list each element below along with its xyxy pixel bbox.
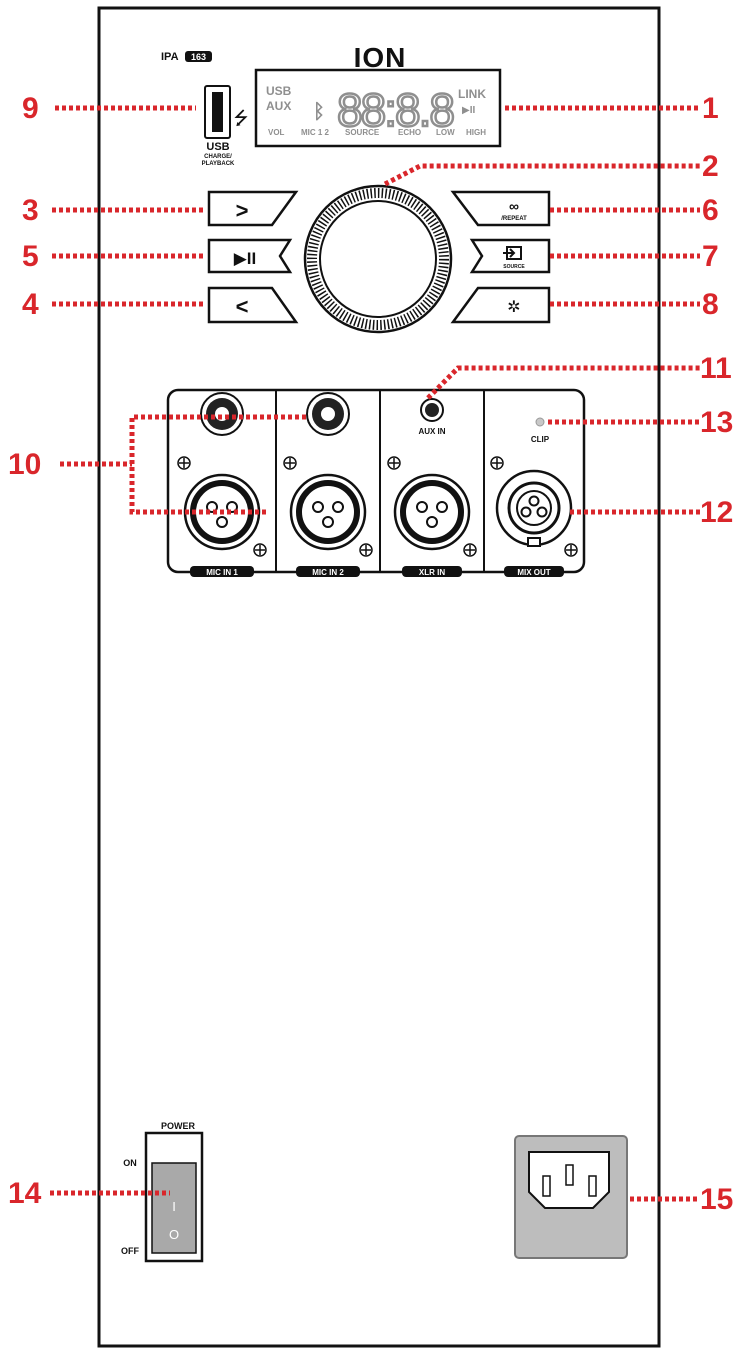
clip-label: CLIP (531, 435, 550, 444)
ipa-code: 163 (191, 52, 206, 62)
usb-symbol-icon: ⭍ (234, 108, 249, 128)
clip-led (535, 417, 545, 427)
mic-2-xlr-jack[interactable] (289, 473, 367, 551)
lcd-high: HIGH (466, 128, 486, 137)
play-pause-button[interactable]: ▶II (207, 238, 293, 274)
power-off-mark: O (169, 1227, 179, 1242)
screw-icons (177, 456, 578, 557)
next-button[interactable]: > (207, 190, 299, 227)
source-label: SOURCE (503, 264, 525, 270)
power-off-label: OFF (121, 1246, 139, 1256)
input-panel (166, 388, 586, 574)
usb-sublabel-2: PLAYBACK (202, 161, 235, 167)
previous-button[interactable]: < (207, 286, 299, 324)
previous-symbol: < (236, 294, 249, 319)
light-button[interactable]: ✲ (450, 286, 551, 324)
lcd-digits: 88:8.8 (337, 84, 453, 136)
mic-in-1-tab: MIC IN 1 (190, 566, 254, 577)
lcd-echo: ECHO (398, 128, 421, 137)
svg-text:MIC IN 1: MIC IN 1 (206, 568, 238, 577)
svg-text:MIC IN 2: MIC IN 2 (312, 568, 344, 577)
lcd-source: SOURCE (345, 128, 380, 137)
bluetooth-icon: ᛒ (313, 101, 325, 123)
ac-power-inlet[interactable] (514, 1135, 628, 1259)
callout-leaders (50, 105, 700, 1202)
next-symbol: > (236, 198, 249, 223)
callout-9: 9 (22, 92, 39, 125)
lcd-link: LINK (458, 87, 486, 101)
svg-text:MIX OUT: MIX OUT (517, 568, 550, 577)
lcd-mic12: MIC 1 2 (301, 128, 330, 137)
xlr-in-jack[interactable] (393, 473, 471, 551)
usb-port[interactable] (204, 85, 231, 139)
ipa-prefix: IPA (161, 51, 179, 63)
mix-out-tab: MIX OUT (504, 566, 564, 577)
lcd-low: LOW (436, 128, 455, 137)
light-icon: ✲ (507, 299, 520, 316)
volume-knob[interactable] (303, 184, 453, 334)
power-on-label: ON (123, 1158, 137, 1168)
aux-in-label: AUX IN (418, 427, 445, 436)
aux-in-jack[interactable] (420, 398, 444, 422)
usb-label: USB (206, 141, 229, 153)
callout-3: 3 (22, 194, 39, 227)
callout-1: 1 (702, 92, 719, 125)
callout-10: 10 (8, 448, 41, 481)
repeat-icon: ∞ (509, 198, 519, 214)
mic-1-quarter-inch-jack[interactable] (200, 392, 244, 436)
callout-2: 2 (702, 150, 719, 183)
xlr-in-tab: XLR IN (402, 566, 462, 577)
lcd-vol: VOL (268, 128, 285, 137)
power-label: POWER (161, 1121, 196, 1131)
repeat-button[interactable]: ∞ /REPEAT (450, 190, 551, 227)
lcd-play-pause: ▶II (462, 105, 475, 116)
callout-5: 5 (22, 240, 39, 273)
lcd-display: USB AUX ᛒ 88:8.8 LINK ▶II VOL MIC 1 2 SO… (254, 68, 502, 148)
power-switch[interactable]: I O (144, 1131, 204, 1263)
callout-12: 12 (700, 496, 733, 529)
repeat-label: /REPEAT (501, 216, 527, 222)
play-pause-symbol: ▶II (234, 249, 257, 268)
mic-2-quarter-inch-jack[interactable] (306, 392, 350, 436)
callout-7: 7 (702, 240, 719, 273)
lcd-usb: USB (266, 84, 292, 98)
callout-13: 13 (700, 406, 733, 439)
brand-logo: ION (354, 42, 407, 73)
mix-out-xlr-jack[interactable] (495, 469, 573, 547)
svg-text:XLR IN: XLR IN (419, 568, 445, 577)
lcd-aux: AUX (266, 99, 291, 113)
callout-8: 8 (702, 288, 719, 321)
callout-4: 4 (22, 288, 39, 321)
callout-14: 14 (8, 1177, 42, 1210)
power-on-mark: I (172, 1199, 176, 1214)
callout-6: 6 (702, 194, 719, 227)
callout-15: 15 (700, 1183, 733, 1216)
usb-sublabel-1: CHARGE/ (204, 154, 232, 160)
source-button[interactable]: SOURCE (469, 238, 551, 274)
callout-11: 11 (700, 352, 732, 385)
ipa-badge-box (185, 51, 212, 62)
mic-in-2-tab: MIC IN 2 (296, 566, 360, 577)
